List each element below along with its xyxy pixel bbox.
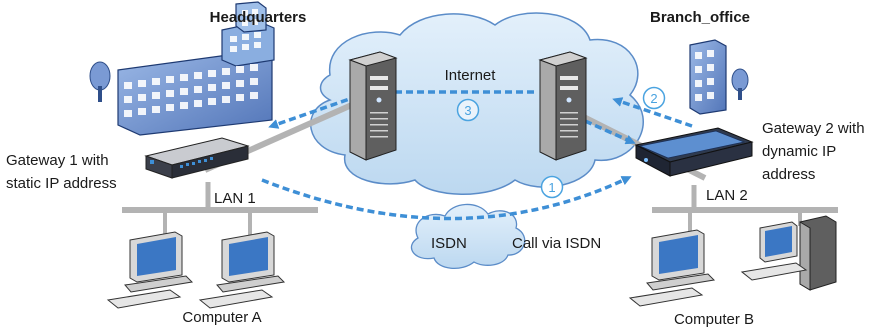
computer-a2-icon — [198, 231, 286, 309]
step-3-number: 3 — [464, 103, 471, 118]
computer-b2-icon — [740, 215, 837, 291]
step-1-number: 1 — [548, 180, 555, 195]
gateway2-router-icon — [634, 127, 754, 177]
branch-office-label: Branch_office — [650, 9, 750, 26]
gateway2-label-line1: Gateway 2 with — [762, 120, 865, 137]
gateway1-label-line1: Gateway 1 with — [6, 152, 109, 169]
headquarters-label: Headquarters — [210, 9, 307, 26]
step-marker-1: 1 — [540, 175, 564, 199]
step-marker-3: 3 — [456, 98, 480, 122]
isdn-label: ISDN — [431, 235, 467, 252]
lan1-label: LAN 1 — [214, 190, 256, 207]
step-2-number: 2 — [650, 91, 657, 106]
gateway2-label-line3: address — [762, 166, 815, 183]
isdn-cloud — [410, 203, 526, 269]
server-icon-left — [348, 51, 398, 161]
computer-b-label: Computer B — [674, 311, 754, 328]
server-icon-right — [538, 51, 588, 161]
arrow-1-isdn-call — [261, 176, 632, 221]
internet-label: Internet — [445, 67, 497, 84]
arrow-2-gw2-to-server — [612, 97, 693, 128]
computer-b1-icon — [628, 229, 716, 307]
computer-a-label: Computer A — [182, 309, 261, 326]
gateway1-router-icon — [144, 137, 250, 179]
arrow-server-to-gw1 — [268, 94, 359, 129]
call-via-isdn-label: Call via ISDN — [512, 235, 601, 252]
gateway1-label-line2: static IP address — [6, 175, 117, 192]
headquarters-building-icon — [89, 1, 275, 136]
gateway2-label-line2: dynamic IP — [762, 143, 836, 160]
lan2-label: LAN 2 — [706, 187, 748, 204]
step-marker-2: 2 — [642, 86, 666, 110]
computer-a1-icon — [106, 231, 194, 309]
branch-office-building-icon — [689, 39, 749, 115]
